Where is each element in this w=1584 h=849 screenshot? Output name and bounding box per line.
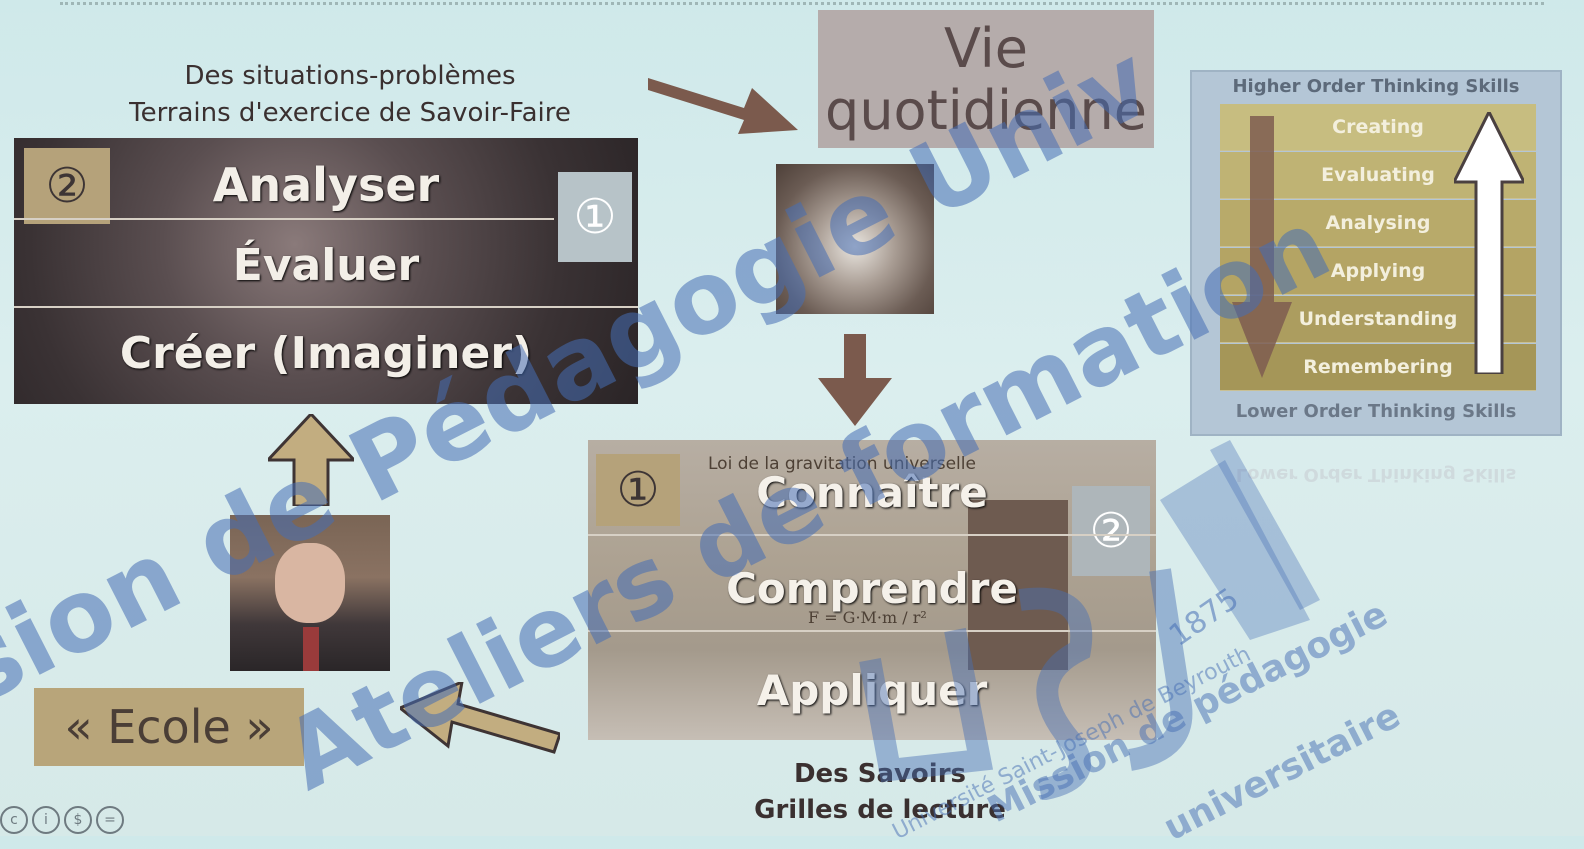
arrow-left-icon bbox=[400, 682, 560, 754]
arrow-up-icon bbox=[1454, 112, 1524, 374]
tie-shape bbox=[303, 627, 319, 671]
caption-line-2: Grilles de lecture bbox=[754, 795, 1006, 825]
situations-caption: Des situations-problèmes Terrains d'exer… bbox=[40, 58, 660, 132]
cc-icon: c bbox=[0, 806, 28, 834]
row-evaluer: Évaluer bbox=[232, 240, 420, 291]
vie-quotidienne-box: Vie quotidienne bbox=[818, 10, 1154, 148]
badge-one: ① bbox=[558, 172, 632, 262]
face-shape bbox=[275, 543, 345, 623]
vie-line-1: Vie bbox=[944, 17, 1028, 80]
row-analyser: Analyser bbox=[212, 158, 440, 212]
top-dotted-border bbox=[60, 2, 1544, 11]
row-creer: Créer (Imaginer) bbox=[119, 328, 533, 379]
badge-one: ① bbox=[596, 454, 680, 526]
arrow-right-down-icon bbox=[648, 78, 798, 134]
divider bbox=[588, 630, 1156, 632]
arrow-down-icon bbox=[1232, 116, 1292, 378]
caption-line-1: Des Savoirs bbox=[793, 759, 967, 789]
caption-line-1: Des situations-problèmes bbox=[184, 61, 516, 91]
arrow-up-icon bbox=[268, 414, 354, 506]
creative-commons-badges: c i $ = bbox=[0, 806, 124, 834]
apple-photo bbox=[776, 164, 934, 314]
nc-icon: $ bbox=[64, 806, 92, 834]
badge-two: ② bbox=[24, 148, 110, 224]
teacher-photo bbox=[230, 515, 390, 671]
usj-year: 1875 bbox=[1162, 581, 1246, 654]
bloom-header: Higher Order Thinking Skills bbox=[1232, 76, 1520, 97]
badge-two: ② bbox=[1072, 486, 1150, 576]
higher-skills-block: ② ① Analyser Évaluer Créer (Imaginer) bbox=[14, 138, 638, 404]
arrow-down-icon bbox=[818, 334, 892, 426]
bloom-footer: Lower Order Thinking Skills bbox=[1235, 401, 1517, 422]
newton-photo bbox=[968, 500, 1068, 670]
bloom-footer-reflection: Lower Order Thinking Skills bbox=[1235, 464, 1517, 485]
row-connaitre: Connaître bbox=[756, 468, 988, 517]
ecole-label: « Ecole » bbox=[34, 688, 304, 766]
vie-line-2: quotidienne bbox=[825, 79, 1147, 142]
lower-skills-block: Loi de la gravitation universelle ① ② Co… bbox=[588, 440, 1156, 740]
divider bbox=[14, 306, 638, 308]
divider bbox=[588, 534, 1156, 536]
by-icon: i bbox=[32, 806, 60, 834]
savoirs-caption: Des Savoirs Grilles de lecture bbox=[680, 756, 1080, 828]
gravity-formula: F = G·M·m / r² bbox=[808, 608, 927, 627]
row-appliquer: Appliquer bbox=[756, 666, 988, 715]
divider bbox=[14, 218, 554, 220]
law-title: Loi de la gravitation universelle bbox=[708, 454, 976, 474]
nd-icon: = bbox=[96, 806, 124, 834]
caption-line-2: Terrains d'exercice de Savoir-Faire bbox=[129, 98, 571, 128]
row-comprendre: Comprendre bbox=[726, 564, 1018, 613]
